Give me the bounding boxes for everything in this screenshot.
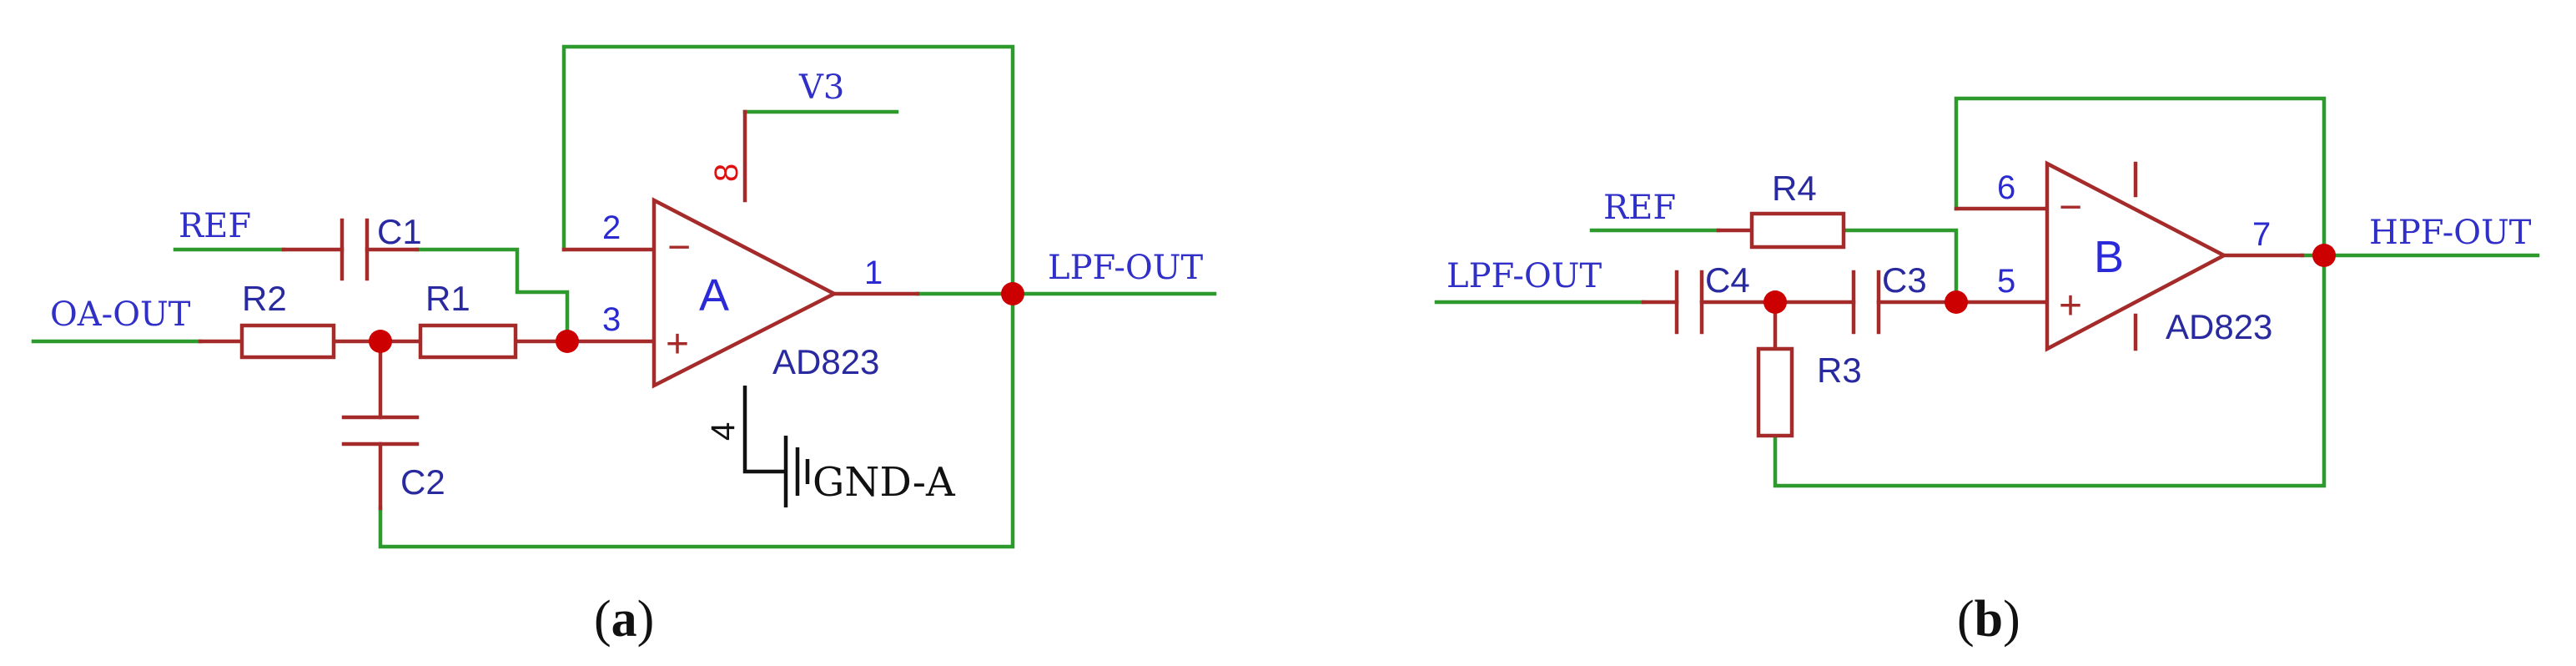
label-lpf-out-a: LPF-OUT — [1048, 249, 1203, 287]
label-oa-out: OA-OUT — [50, 295, 191, 334]
junction-output-a — [1001, 282, 1024, 305]
label-r1: R1 — [425, 279, 470, 318]
capacitor-c3 — [1851, 270, 1881, 335]
caption-a: (a) — [594, 591, 654, 648]
resistor-r3 — [1756, 346, 1794, 438]
wire-c1-to-node — [415, 247, 570, 344]
label-ref-b: REF — [1603, 189, 1676, 227]
label-gnd-a: GND-A — [813, 459, 956, 506]
wire-r3-loop — [1773, 253, 2327, 488]
pin-a-out: 1 — [864, 255, 883, 291]
opamp-a — [652, 197, 838, 389]
opamp-b-plus: + — [2059, 284, 2082, 328]
wire-feedback-a — [561, 44, 1015, 296]
opamp-b — [2045, 160, 2228, 352]
resistor-r2 — [239, 323, 336, 360]
label-r2: R2 — [242, 279, 287, 318]
capacitor-c4 — [1674, 270, 1704, 335]
junction-output-b — [2312, 244, 2336, 267]
junction-noninv-a — [556, 330, 579, 353]
label-c3: C3 — [1882, 260, 1927, 300]
opamp-a-label: A — [699, 270, 729, 320]
pin-b-noninv: 5 — [1997, 263, 2015, 300]
opamp-b-label: B — [2094, 232, 2124, 282]
ground-symbol-a — [783, 436, 810, 507]
pin-a-inv: 2 — [602, 209, 621, 246]
opamp-a-plus: + — [666, 322, 689, 366]
junction-c4-c3 — [1763, 290, 1787, 314]
pin-b-inv: 6 — [1997, 169, 2015, 206]
label-v3: V3 — [798, 68, 844, 107]
lead-opamp-a-gnd — [742, 386, 786, 474]
resistor-r1 — [418, 323, 518, 360]
label-lpf-out-b: LPF-OUT — [1446, 257, 1602, 295]
label-ref-a: REF — [179, 207, 251, 245]
pin-a-vcc: 8 — [708, 164, 745, 182]
pin-b-out: 7 — [2252, 216, 2271, 253]
opamp-a-part: AD823 — [772, 342, 879, 381]
pin-a-gnd: 4 — [705, 422, 742, 441]
junction-noninv-b — [1945, 290, 1968, 314]
label-r4: R4 — [1772, 169, 1817, 208]
wire-c2-ground-loop — [378, 291, 1015, 549]
junction-r2-r1 — [369, 330, 392, 353]
label-c4: C4 — [1705, 260, 1750, 300]
opamp-b-part: AD823 — [2166, 307, 2272, 346]
caption-b: (b) — [1957, 591, 2020, 648]
opamp-b-minus: − — [2059, 185, 2082, 230]
label-hpf-out: HPF-OUT — [2369, 214, 2532, 252]
label-r3: R3 — [1817, 351, 1862, 390]
pin-a-noninv: 3 — [602, 301, 621, 338]
wire-feedback-b — [1954, 96, 2327, 258]
capacitor-c2 — [341, 415, 420, 447]
opamp-a-minus: − — [667, 225, 691, 270]
resistor-r4 — [1749, 211, 1846, 250]
capacitor-c1 — [340, 218, 370, 281]
circuit-b: REF LPF-OUT HPF-OUT R4 R3 C4 C3 B AD823 … — [1434, 96, 2540, 648]
label-c2: C2 — [400, 462, 445, 502]
circuit-a: REF OA-OUT LPF-OUT V3 GND-A C1 C2 R1 R2 … — [31, 44, 1217, 648]
label-c1: C1 — [377, 212, 422, 251]
wire-r4-to-node — [1841, 228, 1959, 305]
